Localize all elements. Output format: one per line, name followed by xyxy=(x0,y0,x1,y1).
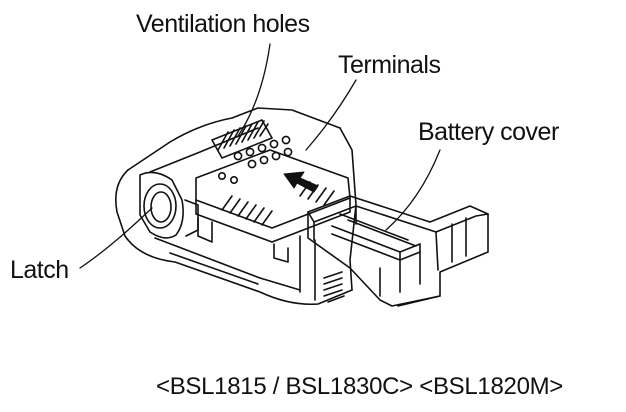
ventilation-holes-label: Ventilation holes xyxy=(136,10,310,38)
latch-part xyxy=(139,171,199,239)
model-caption: <BSL1815 / BSL1830C> <BSL1820M> xyxy=(156,373,564,400)
leader-lines xyxy=(79,43,441,269)
terminals-part xyxy=(195,135,351,263)
leader-latch xyxy=(79,207,153,269)
terminals-label: Terminals xyxy=(338,51,441,79)
insert-direction-arrow xyxy=(283,171,319,193)
leader-ventilation-holes xyxy=(237,43,271,137)
leader-terminals xyxy=(305,79,357,151)
battery-cover-part xyxy=(307,195,489,307)
latch-label: Latch xyxy=(10,256,69,284)
ventilation-holes-part xyxy=(211,119,273,159)
battery-body xyxy=(115,107,357,306)
battery-cover-label: Battery cover xyxy=(418,118,559,146)
leader-battery-cover xyxy=(385,149,441,231)
